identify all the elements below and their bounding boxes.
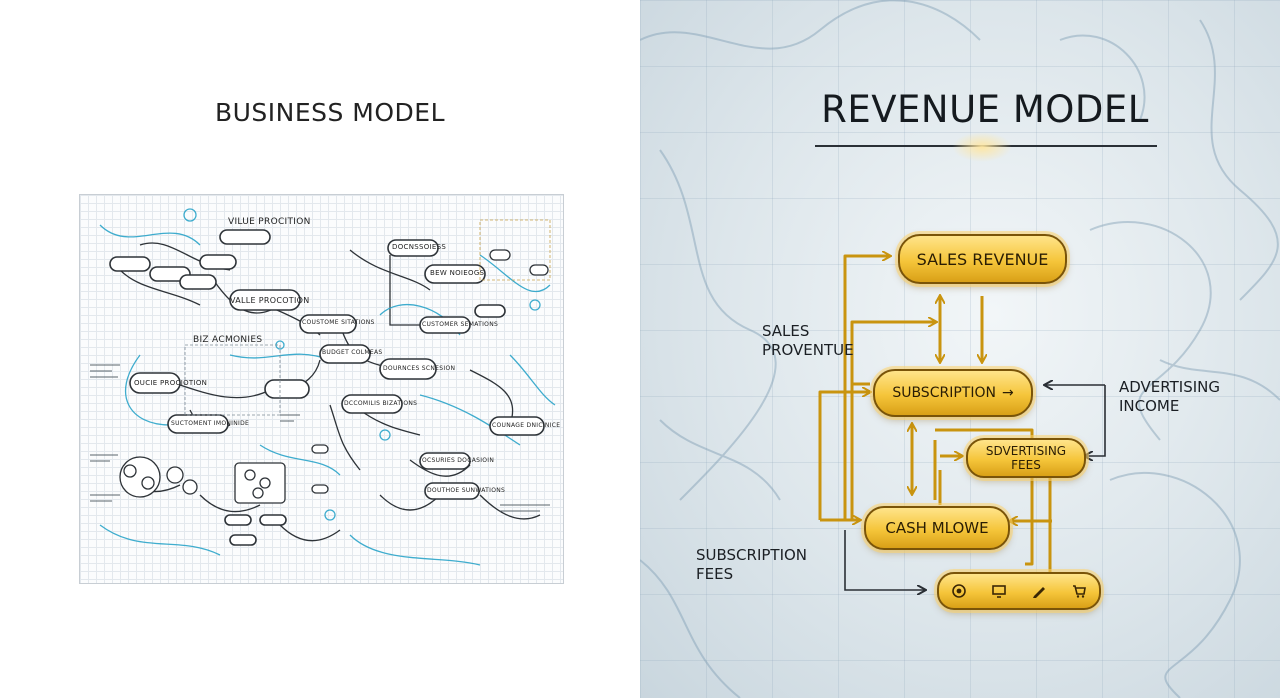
blueprint-label: OCSURIES DOCASIOIN — [422, 457, 495, 464]
cash-flow-node: CASH MLOWE — [864, 506, 1010, 550]
blueprint-label: SUCTOMENT IMONINIDE — [171, 420, 250, 427]
blueprint-label: COUSTOME SITATIONS — [302, 319, 375, 326]
sales-proventue-line2: PROVENTUE — [762, 341, 854, 359]
blueprint-label: VALLE PROCOTION — [230, 296, 310, 305]
blueprint-label: BEW NOIEOGS — [430, 269, 485, 277]
blueprint-label: CUSTOMER SEMATIONS — [422, 321, 499, 328]
blueprint-label: DOUTHOE SUNWATIONS — [427, 487, 506, 494]
subscription-fees-label: SUBSCRIPTION FEES — [696, 546, 807, 584]
blueprint-label: VILUE PROCITION — [228, 217, 311, 227]
cart-icon — [1071, 582, 1087, 600]
icon-toolbar-node — [937, 572, 1101, 610]
arrow-right-icon: → — [1001, 385, 1014, 401]
blueprint-label: BIZ ACMONIES — [193, 335, 263, 345]
advertising-fees-line1: SDVERTISING — [985, 444, 1067, 458]
blueprint-diagram — [90, 208, 556, 566]
subscription-node: SUBSCRIPTION → — [873, 369, 1033, 417]
blueprint-label: BUDGET COLMEAS — [322, 349, 383, 356]
business-model-panel: BUSINESS MODEL — [79, 98, 564, 584]
advertising-fees-node: SDVERTISING FEES — [966, 438, 1086, 478]
blueprint-label: OUCIE PROCIOTION — [134, 379, 208, 387]
advertising-fees-line2: FEES — [1011, 458, 1041, 472]
title-glow — [952, 132, 1012, 162]
business-model-title: BUSINESS MODEL — [214, 98, 446, 127]
sales-revenue-node: SALES REVENUE — [898, 234, 1067, 284]
target-icon — [951, 582, 967, 600]
revenue-model-panel: REVENUE MODEL — [640, 0, 1280, 698]
revenue-model-title: REVENUE MODEL — [821, 88, 1149, 131]
subscription-label: SUBSCRIPTION — [892, 385, 996, 401]
blueprint-label: DOCNSSOIESS — [392, 243, 447, 251]
blueprint-label: DOURNCES SCNESION — [383, 365, 456, 372]
blueprint-label: COUNAGE DNICINICE — [492, 422, 561, 429]
sales-proventue-label: SALES PROVENTUE — [762, 322, 854, 360]
flow-arrows — [818, 0, 1106, 698]
advertising-income-line1: ADVERTISING — [1119, 378, 1220, 396]
business-model-blueprint: VILUE PROCITION VALLE PROCOTION BIZ ACMO… — [79, 194, 564, 584]
subscription-fees-line1: SUBSCRIPTION — [696, 546, 808, 564]
blueprint-label: DCCOMILIS BIZATIONS — [344, 400, 418, 407]
subscription-fees-line2: FEES — [696, 565, 734, 583]
pen-icon — [1031, 582, 1047, 600]
background-curves — [640, 0, 1280, 698]
advertising-income-line2: INCOME — [1119, 397, 1180, 415]
monitor-icon — [991, 582, 1007, 600]
advertising-income-label: ADVERTISING INCOME — [1119, 378, 1220, 416]
sales-proventue-line1: SALES — [762, 322, 810, 340]
